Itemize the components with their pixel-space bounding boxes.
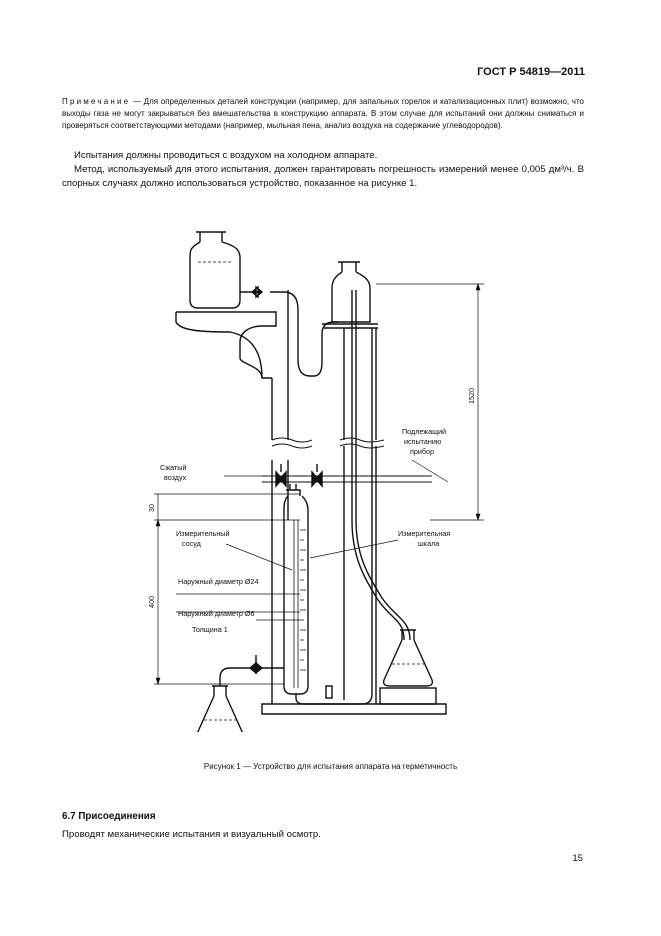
dim-1520: 1520 [467,388,476,404]
right-column [343,328,377,704]
label-vessel-1: Измерительный [176,529,229,538]
measuring-vessel [283,484,309,695]
figure-caption: Рисунок 1 — Устройство для испытания апп… [203,762,458,771]
page-number: 15 [572,853,583,864]
label-scale-1: Измерительная [398,529,450,538]
note-text: — Для определенных деталей конструкции (… [62,97,584,130]
dim-30: 30 [147,504,156,512]
label-device-3: прибор [410,447,434,456]
label-outer-24: Наружный диаметр Ø24 [178,577,259,586]
note-paragraph: Примечание — Для определенных деталей ко… [62,96,584,132]
standard-header: ГОСТ Р 54819—2011 [477,66,585,78]
shelf-bracket [175,311,277,379]
label-device-1: Подлежащий [402,427,446,436]
section-title: 6.7 Присоединения [62,811,156,822]
label-compressed-air-2: воздух [164,473,187,482]
section-text: Проводят механические испытания и визуал… [62,829,321,840]
dim-400: 400 [147,596,156,608]
paragraph-test-conditions: Испытания должны проводиться с воздухом … [74,150,378,161]
note-label: Примечание [62,97,131,106]
label-outer-6: Наружный диаметр Ø6 [178,609,255,618]
right-collection-flask [382,629,434,687]
air-line [262,475,432,483]
label-compressed-air-1: Сжатый [160,463,186,472]
label-vessel-2: сосуд [182,539,202,548]
left-column [271,290,289,704]
label-scale-2: шкала [418,539,439,548]
label-device-2: испытанию [404,437,442,446]
reservoir-bottle [189,231,241,309]
paragraph-method: Метод, используемый для этого испытания,… [62,164,584,189]
label-thickness: Толщина 1 [192,625,228,634]
leak-test-apparatus-figure: Сжатый воздух Подлежащий испытанию прибо… [147,231,484,732]
overflow-bottle [331,261,371,323]
left-collection-flask [197,685,243,732]
stand-base [261,703,447,715]
